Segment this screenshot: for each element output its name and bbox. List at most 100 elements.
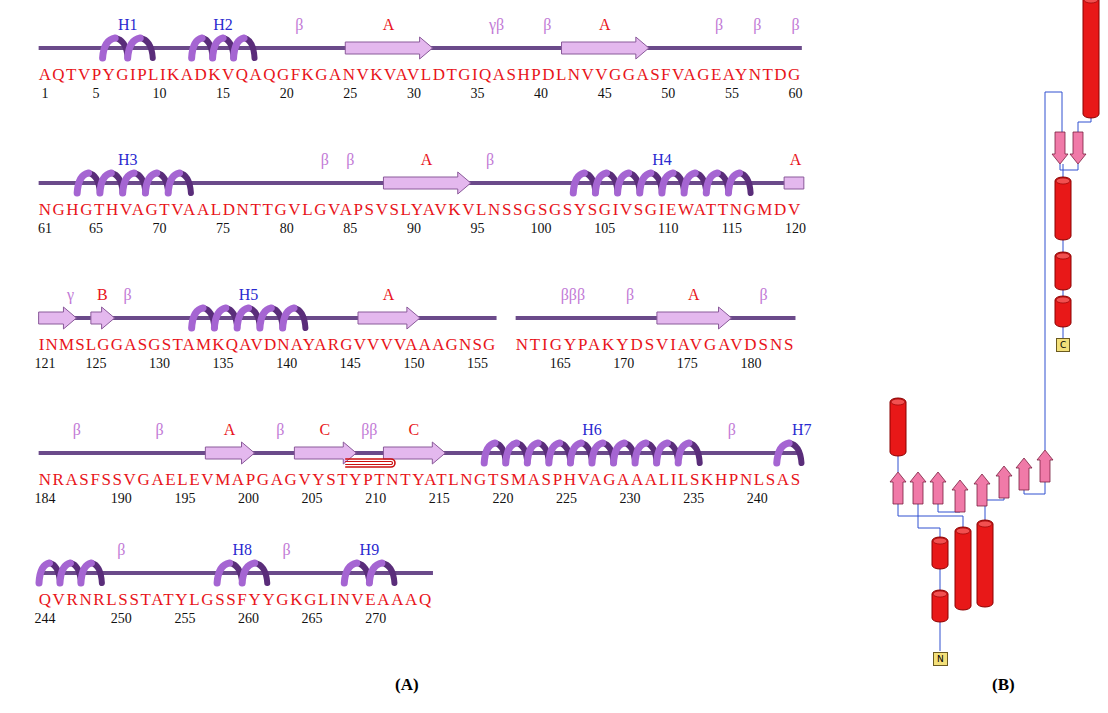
sequence-text: NGHGTHVAGTVAALDNTTGVLGVAPSVSLYAVKVLNSSGS… (39, 201, 802, 218)
sheet-label: A (688, 287, 700, 303)
helix-label: H9 (360, 542, 380, 558)
residue-number: 75 (216, 222, 230, 236)
cylinder-cap (1056, 178, 1070, 184)
helix-front (242, 563, 255, 583)
strand-arrow (1052, 132, 1068, 164)
residue-number: 240 (747, 492, 768, 506)
helix-front (635, 443, 646, 463)
helix-front (60, 563, 70, 583)
turn-label: β (626, 287, 634, 303)
topology-link (940, 622, 941, 651)
sequence-text: NRASFSSVGAELEVMAPGAGVYSTYPTNTYATLNGTSMAS… (39, 471, 802, 488)
panel-label: (A) (395, 676, 419, 693)
cylinder-cap (933, 591, 947, 597)
helix-back (382, 563, 395, 583)
residue-number: 140 (276, 357, 297, 371)
residue-number: 184 (35, 492, 56, 506)
turn-label: β (124, 287, 132, 303)
helix-label: H6 (582, 422, 602, 438)
beta-strand (91, 307, 115, 329)
c-terminus-box: C (1056, 338, 1070, 352)
helix-front (260, 308, 271, 328)
beta-strand (345, 37, 432, 59)
residue-number: 80 (280, 222, 294, 236)
helix-front (678, 443, 689, 463)
helix-label: H1 (118, 17, 138, 33)
strand-arrow (930, 472, 946, 504)
beta-strand (784, 177, 804, 189)
helix-front (168, 173, 179, 193)
residue-number: 50 (661, 87, 675, 101)
helix-front (81, 563, 91, 583)
helix-front (640, 173, 651, 193)
helix-front (217, 563, 230, 583)
helix-label: H2 (213, 17, 233, 33)
helix-front (618, 173, 629, 193)
sheet-label: C (319, 422, 330, 438)
sheet-label: A (224, 422, 236, 438)
sheet-label: A (421, 152, 433, 168)
residue-number: 10 (152, 87, 166, 101)
residue-number: 115 (722, 222, 742, 236)
residue-number: 205 (302, 492, 323, 506)
sheet-label: A (383, 17, 395, 33)
helix-cylinder (1083, 0, 1099, 118)
residue-number: 60 (788, 87, 802, 101)
turn-label: β (346, 152, 354, 168)
turn-label: β (760, 287, 768, 303)
helix-front (592, 443, 603, 463)
helix-front (192, 38, 202, 58)
residue-number: 200 (238, 492, 259, 506)
residue-number: 145 (340, 357, 361, 371)
cylinder-cap (1056, 297, 1070, 303)
helix-cylinder (1055, 177, 1071, 240)
residue-number: 70 (152, 222, 166, 236)
helix-front (614, 443, 625, 463)
residue-number: 30 (407, 87, 421, 101)
topology-link (898, 456, 899, 472)
strand-arrow (974, 474, 990, 506)
residue-number: 95 (470, 222, 484, 236)
cylinder-cap (1056, 253, 1070, 259)
helix-front (192, 308, 203, 328)
helix-label: H5 (239, 287, 259, 303)
turn-label: β (486, 152, 494, 168)
residue-number: 220 (492, 492, 513, 506)
residue-number: 150 (403, 357, 424, 371)
residue-number: 175 (677, 357, 698, 371)
residue-number: 1 (42, 87, 49, 101)
residue-number: 15 (216, 87, 230, 101)
turn-label: β (753, 17, 761, 33)
residue-number: 270 (365, 612, 386, 626)
residue-number: 65 (89, 222, 103, 236)
helix-back (789, 443, 801, 463)
cylinder-cap (891, 399, 905, 405)
helix-front (344, 563, 357, 583)
panel-label: (B) (992, 676, 1015, 693)
topology-link (940, 569, 941, 590)
helix-front (777, 443, 789, 463)
helix-label: H8 (232, 542, 252, 558)
turn-label: β (155, 422, 163, 438)
strand-arrow (1037, 450, 1053, 482)
residue-number: 20 (280, 87, 294, 101)
residue-number: 170 (613, 357, 634, 371)
helix-front (573, 173, 584, 193)
turn-label: β (543, 17, 551, 33)
residue-number: 195 (174, 492, 195, 506)
n-terminus-box: N (933, 652, 948, 666)
helix-front (657, 443, 668, 463)
residue-number: 61 (38, 222, 52, 236)
residue-number: 40 (534, 87, 548, 101)
residue-number: 210 (365, 492, 386, 506)
turn-label: ββ (361, 422, 377, 438)
helix-cylinder (932, 537, 948, 569)
residue-number: 230 (620, 492, 641, 506)
helix-label: H4 (652, 152, 672, 168)
helix-front (506, 443, 517, 463)
topology-link (1060, 164, 1078, 170)
helix-cylinder (890, 398, 906, 456)
residue-number: 215 (429, 492, 450, 506)
strand-arrow (952, 480, 968, 512)
